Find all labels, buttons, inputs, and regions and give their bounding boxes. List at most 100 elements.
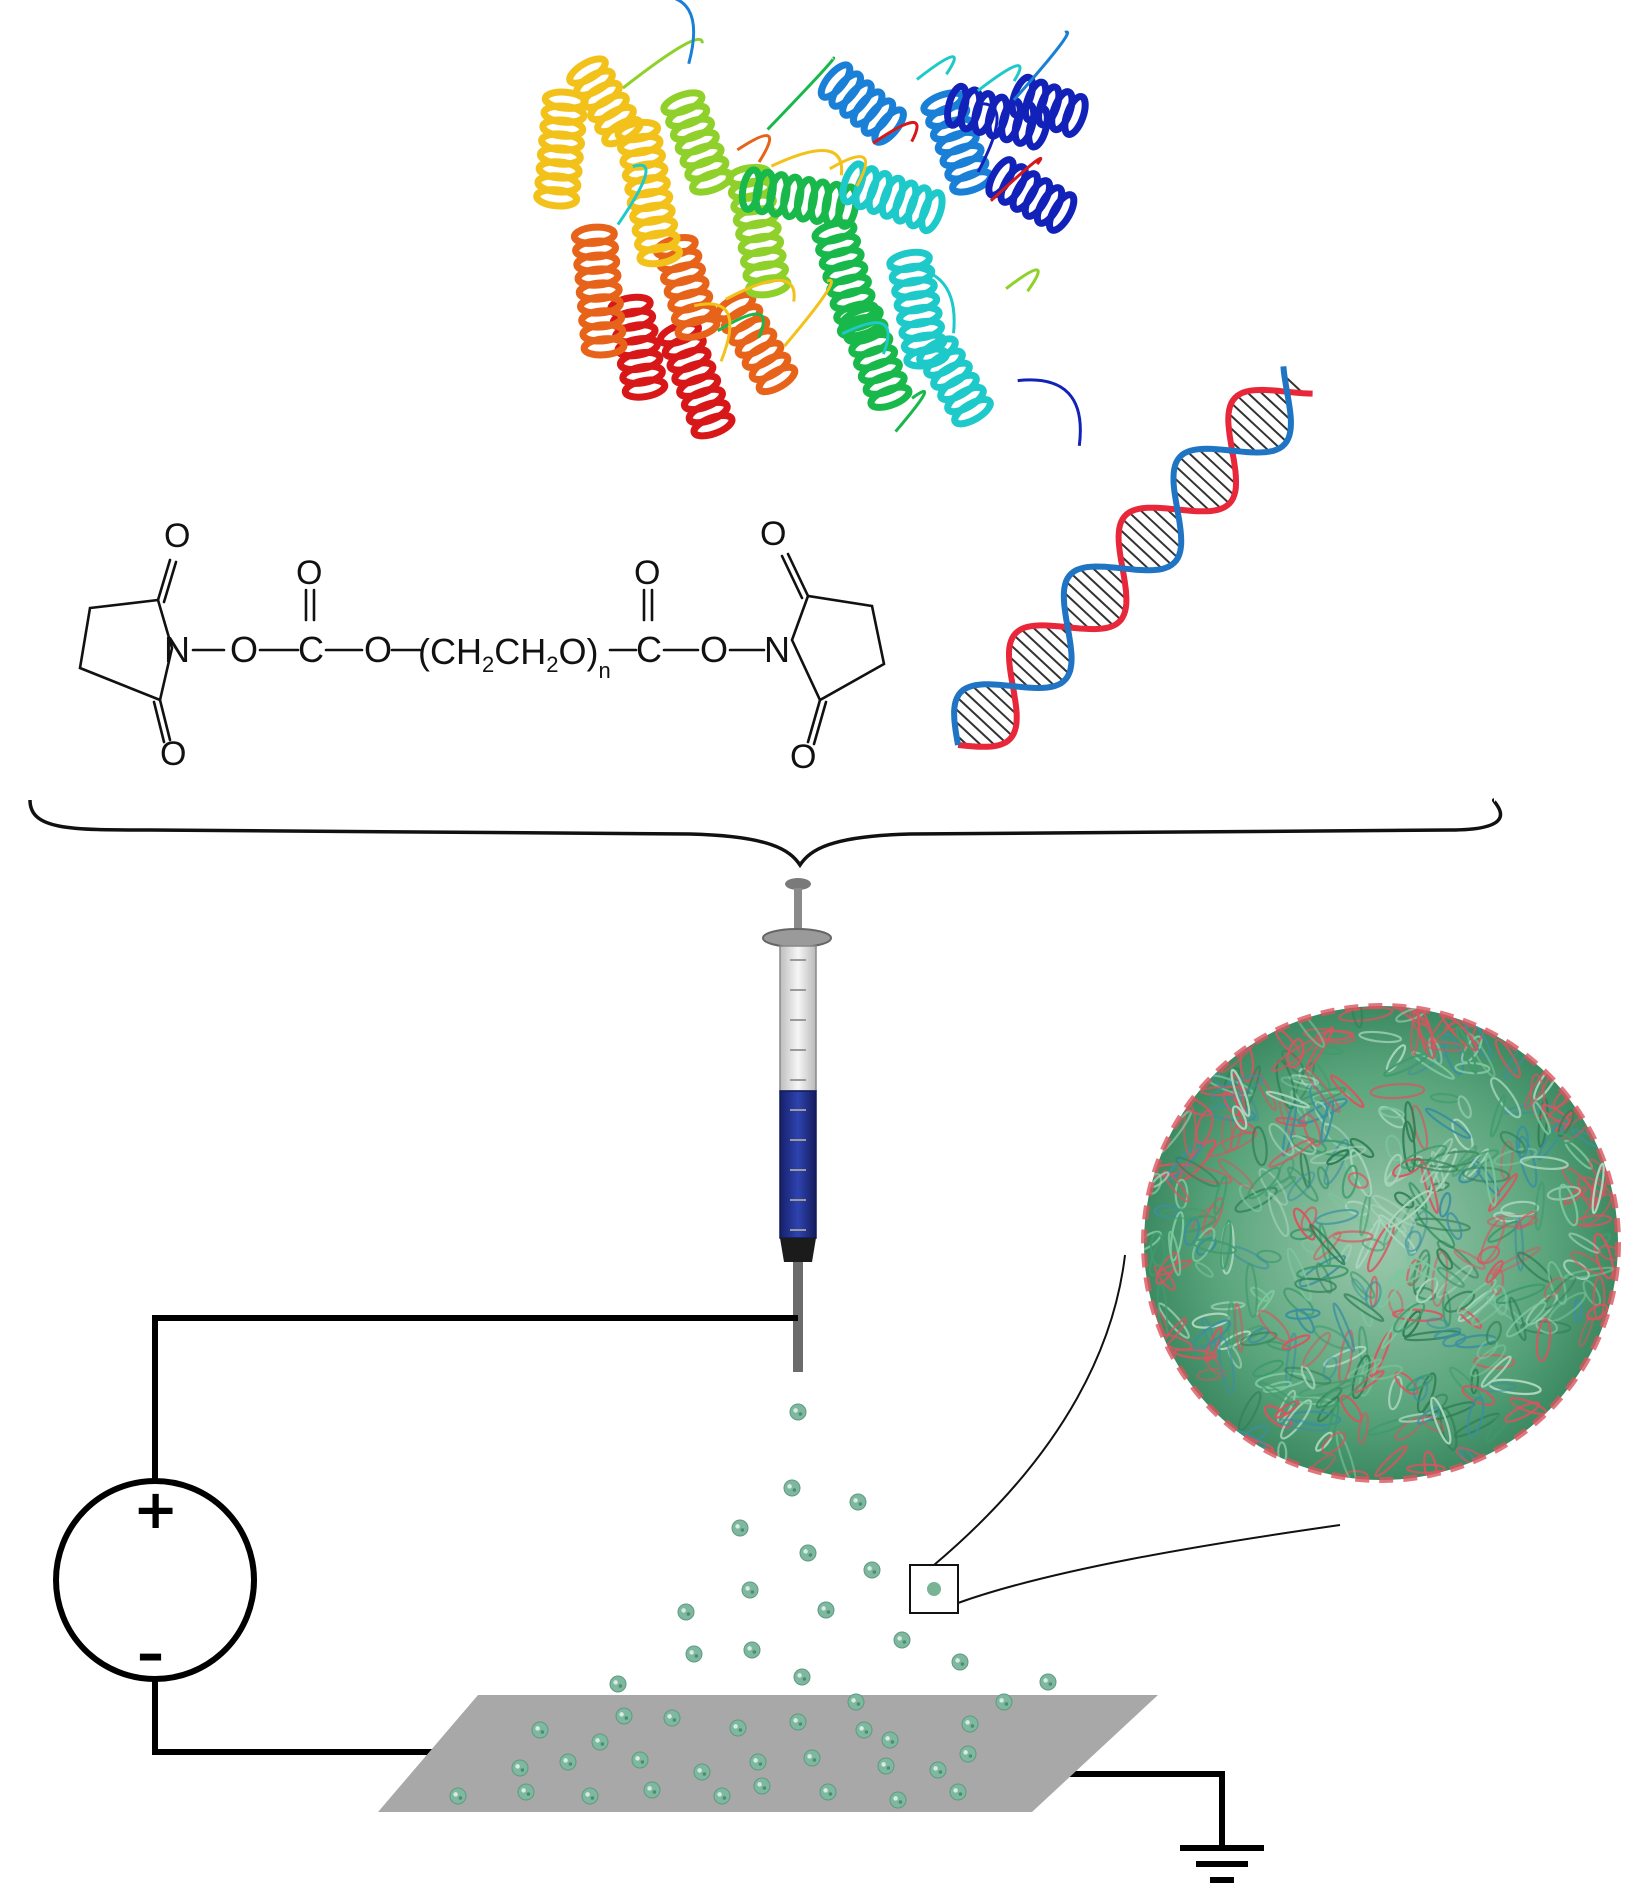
nanoparticle-texture-strand — [1280, 1076, 1322, 1092]
nanoparticle-texture-strand — [1543, 1276, 1564, 1299]
nanoparticle-texture-strand — [1275, 1116, 1308, 1127]
protein-loop — [872, 120, 919, 145]
atom-o-right-bottom: O — [790, 738, 816, 776]
protein-loop — [693, 302, 732, 362]
nanoparticle-texture-strand — [1268, 1138, 1315, 1168]
protein-helix — [566, 55, 644, 148]
nanoparticle-texture-strand — [1283, 1287, 1315, 1316]
dna-base-pair — [1178, 456, 1231, 505]
protein-helix — [1008, 73, 1089, 138]
nanoparticle-texture-strand — [1258, 1167, 1289, 1206]
protein-helix — [817, 61, 907, 146]
nanoparticle-texture-strand — [1309, 1223, 1346, 1266]
atom-o-carbonate: O — [296, 554, 322, 592]
dna-base-pair — [1186, 451, 1235, 497]
nanoparticle-texture-strand — [1438, 1192, 1452, 1218]
nanoparticle-texture-strand — [1304, 1068, 1341, 1114]
nanoparticle-texture-strand — [1338, 1006, 1394, 1022]
nanoparticle-dot — [749, 1753, 767, 1771]
nanoparticle-texture-strand — [1378, 1107, 1405, 1119]
nanoparticle-texture-strand — [1213, 1175, 1228, 1216]
dna-base-pair — [1070, 572, 1122, 621]
protein-loop — [916, 55, 956, 81]
dna-base-pair — [1173, 489, 1198, 512]
nanoparticle-texture-strand — [1204, 1354, 1224, 1376]
nanoparticle-texture-strand — [1326, 1149, 1350, 1166]
dna-base-pair — [1211, 448, 1237, 472]
protein-helix — [985, 156, 1078, 234]
nanoparticle-texture-strand — [1387, 1289, 1404, 1316]
nanoparticle-texture-strand — [1592, 1276, 1606, 1321]
nanoparticle-dot — [559, 1753, 577, 1771]
nanoparticle-dot — [877, 1757, 895, 1775]
nanoparticle-texture-strand — [1357, 1412, 1369, 1445]
nanoparticle-dot — [677, 1603, 695, 1621]
dna-base-pair — [1090, 565, 1128, 601]
nanoparticle-texture-strand — [1394, 1191, 1415, 1209]
protein-helix — [839, 160, 946, 235]
atom-o-peg-start: O — [364, 629, 392, 670]
nanoparticle-texture-strand — [1393, 1302, 1426, 1333]
nanoparticle-texture-strand — [1393, 1261, 1429, 1285]
nanoparticle-texture-strand — [1509, 1397, 1548, 1416]
dna-base-pair — [1063, 591, 1104, 630]
nanoparticle-texture-strand — [1406, 1210, 1428, 1257]
nanoparticle-dot — [753, 1777, 771, 1795]
nanoparticle-texture-strand — [1466, 1396, 1485, 1437]
nanoparticle-texture-strand — [1239, 1331, 1278, 1347]
nanoparticle-texture-strand — [1302, 1331, 1332, 1368]
dna-base-pair — [1008, 655, 1044, 689]
nanoparticle-dot — [743, 1641, 761, 1659]
nanoparticle-texture-strand — [1495, 1283, 1546, 1305]
protein-loop — [725, 278, 796, 302]
nanoparticle-texture-strand — [1480, 1355, 1512, 1388]
nanoparticle-texture-strand — [1490, 1246, 1542, 1276]
nanoparticle-texture-strand — [1191, 1238, 1237, 1255]
protein-loop — [1012, 30, 1070, 101]
positive-terminal-label: + — [133, 1478, 178, 1541]
nanoparticle-dot — [1039, 1673, 1057, 1691]
nanoparticle-texture-strand — [1301, 1238, 1323, 1255]
nanoparticle-texture-strand — [1194, 1261, 1214, 1278]
nanoparticle-texture-strand — [1423, 1450, 1438, 1480]
nanoparticle-texture-strand — [1416, 1372, 1437, 1414]
nanoparticle-texture-strand — [1384, 1153, 1403, 1187]
protein-helix — [570, 223, 628, 359]
nanoparticle-dot — [591, 1733, 609, 1751]
nanoparticle-texture-strand — [1402, 1310, 1422, 1338]
nanoparticle-texture-strand — [1149, 1232, 1166, 1268]
nanoparticle-texture-strand — [1433, 1327, 1462, 1339]
nanoparticle-texture-strand — [1314, 1208, 1359, 1226]
nanoparticle-dot — [615, 1707, 633, 1725]
nanoparticle-texture-strand — [1378, 1214, 1417, 1254]
nanoparticle-texture-strand — [1302, 1113, 1322, 1147]
protein-loop — [841, 321, 890, 355]
nanoparticle-texture-strand — [1315, 1030, 1355, 1041]
protein-loop — [783, 278, 833, 348]
dna-strand-a — [957, 386, 1313, 750]
dna-base-pair — [1230, 402, 1281, 449]
nanoparticle-texture-strand — [1211, 1074, 1264, 1101]
nanoparticle-texture-strand — [1316, 1166, 1330, 1190]
atom-c-carbonate: C — [298, 629, 324, 670]
circuit-wire-positive — [152, 1315, 798, 1480]
dna-base-pair — [1079, 568, 1126, 612]
nanoparticle-texture-strand — [1280, 1399, 1313, 1440]
atom-c-carbonate-right: C — [636, 629, 662, 670]
nanoparticle-texture-strand — [1295, 1308, 1315, 1334]
nanoparticle-texture-strand — [1347, 1171, 1369, 1189]
nanoparticle-dot — [685, 1645, 703, 1663]
nanoparticle-texture-strand — [1374, 1445, 1408, 1478]
nanoparticle-texture-strand — [1329, 1074, 1365, 1108]
nanoparticle-dot — [511, 1759, 529, 1777]
atom-o-left-top: O — [164, 517, 190, 555]
nanoparticle-dot — [949, 1783, 967, 1801]
nanoparticle-texture-strand — [1234, 1186, 1278, 1213]
dna-base-pair — [1245, 390, 1291, 434]
nanoparticle-texture-strand — [1369, 1083, 1426, 1100]
nanoparticle-dot — [799, 1544, 817, 1562]
nanoparticle-texture-strand — [1349, 1148, 1373, 1198]
nanoparticle-texture-strand — [1285, 1332, 1297, 1387]
nanoparticle-texture-strand — [1230, 1068, 1251, 1118]
